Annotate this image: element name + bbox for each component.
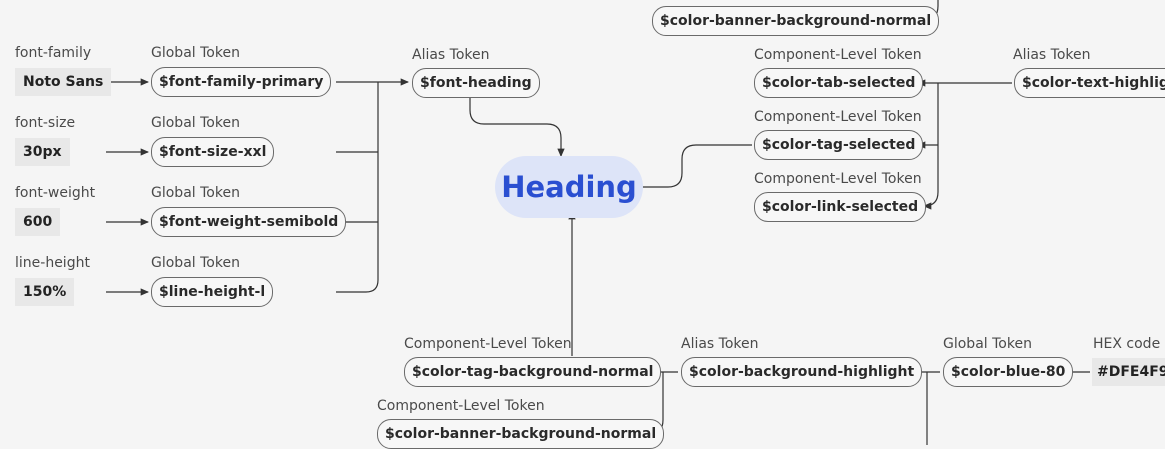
token-label-font-weight: Global Token bbox=[151, 185, 240, 201]
property-label-line-height: line-height bbox=[15, 255, 90, 271]
property-label-font-size: font-size bbox=[15, 115, 76, 131]
token-label-line-height: Global Token bbox=[151, 255, 240, 271]
value-font-weight: 600 bbox=[15, 208, 61, 236]
token-color-tag-background-normal: $color-tag-background-normal bbox=[404, 357, 662, 387]
alias-label-text-highlight: Alias Token bbox=[1013, 47, 1091, 63]
token-font-heading: $font-heading bbox=[412, 68, 540, 98]
token-font-weight-semibold: $font-weight-semibold bbox=[151, 207, 347, 237]
property-label-font-weight: font-weight bbox=[15, 185, 96, 201]
hex-label: HEX code bbox=[1093, 336, 1161, 352]
token-color-banner-background-normal-top: $color-banner-background-normal bbox=[652, 6, 940, 36]
arrow-font-heading-to-heading bbox=[469, 98, 565, 158]
token-line-height-l: $line-height-l bbox=[151, 277, 274, 307]
token-color-banner-background-normal: $color-banner-background-normal bbox=[377, 419, 665, 449]
token-color-text-highlight: $color-text-highlight bbox=[1014, 68, 1165, 98]
token-label-font-family: Global Token bbox=[151, 45, 240, 61]
token-color-link-selected: $color-link-selected bbox=[754, 192, 927, 222]
component-label-tag-background: Component-Level Token bbox=[404, 336, 572, 352]
component-label-tab-selected: Component-Level Token bbox=[754, 47, 922, 63]
token-font-size-xxl: $font-size-xxl bbox=[151, 137, 275, 167]
component-label-banner-background: Component-Level Token bbox=[377, 398, 545, 414]
property-label-font-family: font-family bbox=[15, 45, 92, 61]
hex-value: #DFE4F9 bbox=[1092, 358, 1165, 386]
token-label-font-size: Global Token bbox=[151, 115, 240, 131]
global-label-blue-80: Global Token bbox=[943, 336, 1032, 352]
component-label-tag-selected: Component-Level Token bbox=[754, 109, 922, 125]
value-font-family: Noto Sans bbox=[15, 68, 112, 96]
heading-example: Heading bbox=[495, 156, 643, 218]
component-label-link-selected: Component-Level Token bbox=[754, 171, 922, 187]
token-font-family-primary: $font-family-primary bbox=[151, 67, 332, 97]
arrow-tag-selected-to-heading bbox=[620, 144, 752, 191]
alias-label-background-highlight: Alias Token bbox=[681, 336, 759, 352]
token-color-tag-selected: $color-tag-selected bbox=[754, 130, 924, 160]
alias-label-font-heading: Alias Token bbox=[412, 47, 490, 63]
line-text-highlight-vertical bbox=[922, 83, 939, 210]
value-font-size: 30px bbox=[15, 138, 70, 166]
value-line-height: 150% bbox=[15, 278, 75, 306]
token-color-background-highlight: $color-background-highlight bbox=[681, 357, 923, 387]
token-color-tab-selected: $color-tab-selected bbox=[754, 68, 924, 98]
token-color-blue-80: $color-blue-80 bbox=[943, 357, 1074, 387]
bracket-font-tokens bbox=[336, 81, 379, 293]
